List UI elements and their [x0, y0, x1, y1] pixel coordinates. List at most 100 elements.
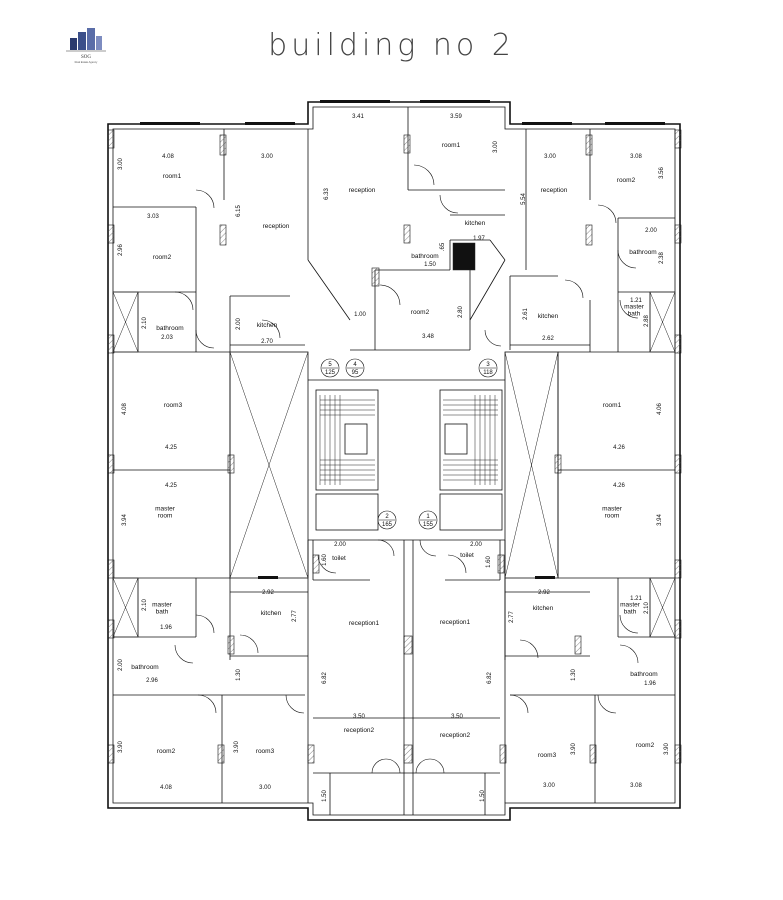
svg-text:1.50: 1.50 — [480, 790, 486, 802]
svg-text:4.25: 4.25 — [165, 483, 177, 489]
svg-text:3.00: 3.00 — [493, 141, 499, 153]
svg-text:3.48: 3.48 — [422, 334, 434, 340]
room-label: reception1 — [440, 619, 471, 626]
room-labels: room1 room2 bathroom reception kitchen r… — [131, 142, 657, 759]
svg-text:3.50: 3.50 — [451, 714, 463, 720]
svg-text:1.97: 1.97 — [473, 236, 485, 242]
company-logo: SOG Real Estate Agency — [66, 28, 106, 64]
svg-text:.65: .65 — [440, 242, 446, 251]
svg-text:2.00: 2.00 — [118, 659, 124, 671]
room-label: room2 — [636, 742, 655, 749]
svg-text:2.10: 2.10 — [142, 317, 148, 329]
svg-text:2.92: 2.92 — [538, 590, 550, 596]
svg-text:5.54: 5.54 — [521, 193, 527, 205]
room-label: room3 — [256, 748, 275, 755]
ventilation-shafts — [112, 242, 676, 638]
svg-text:2.77: 2.77 — [292, 610, 298, 622]
svg-text:3.00: 3.00 — [261, 154, 273, 160]
svg-text:2.00: 2.00 — [334, 542, 346, 548]
room-label: kitchen — [533, 605, 554, 612]
svg-text:1.21: 1.21 — [630, 298, 642, 304]
svg-text:2.03: 2.03 — [161, 335, 173, 341]
svg-text:95: 95 — [352, 370, 359, 376]
svg-text:3.08: 3.08 — [630, 154, 642, 160]
room-label: bathroom — [131, 664, 158, 671]
svg-text:2.92: 2.92 — [262, 590, 274, 596]
room-label: bathroom — [629, 249, 656, 256]
interior-walls — [113, 107, 675, 815]
svg-text:3.50: 3.50 — [353, 714, 365, 720]
svg-text:2.96: 2.96 — [118, 244, 124, 256]
svg-text:3.59: 3.59 — [450, 114, 462, 120]
svg-text:3.94: 3.94 — [657, 514, 663, 526]
unit-markers: 5 125 4 95 3 118 2 165 1 155 — [320, 358, 498, 530]
svg-text:2.62: 2.62 — [542, 336, 554, 342]
doors — [174, 164, 639, 774]
svg-text:2.88: 2.88 — [644, 315, 650, 327]
svg-text:4.08: 4.08 — [162, 154, 174, 160]
room-label: room2 — [411, 309, 430, 316]
svg-text:6.33: 6.33 — [324, 188, 330, 200]
svg-text:3.00: 3.00 — [543, 783, 555, 789]
svg-text:125: 125 — [325, 370, 336, 376]
svg-text:4.06: 4.06 — [657, 403, 663, 415]
outer-walls — [107, 101, 681, 821]
svg-text:6.15: 6.15 — [236, 205, 242, 217]
svg-text:3.94: 3.94 — [122, 514, 128, 526]
svg-text:118: 118 — [483, 370, 493, 376]
room-label: room3 — [164, 402, 183, 409]
room-label: bathroom — [411, 253, 438, 260]
room-label: reception — [263, 223, 290, 230]
svg-text:2.96: 2.96 — [146, 678, 158, 684]
svg-text:2.10: 2.10 — [644, 602, 650, 614]
room-label: bathroom — [630, 671, 657, 678]
room-label: reception — [349, 187, 376, 194]
svg-text:2.38: 2.38 — [659, 252, 665, 264]
svg-text:2: 2 — [385, 514, 389, 520]
svg-text:3: 3 — [486, 362, 490, 368]
room-label: room2 — [157, 748, 176, 755]
dimension-labels: 4.08 3.00 3.00 3.03 2.96 2.10 2.03 6.15 … — [118, 114, 670, 802]
svg-text:4: 4 — [353, 362, 357, 368]
room-label: kitchen — [538, 313, 559, 320]
room-label: kitchen — [465, 220, 486, 227]
room-label: kitchen — [257, 322, 278, 329]
stair-left — [315, 389, 379, 531]
room-label: room2 — [153, 254, 172, 261]
svg-text:3.03: 3.03 — [147, 214, 159, 220]
unit-marker-5: 5 125 — [320, 358, 340, 378]
svg-text:1.00: 1.00 — [354, 312, 366, 318]
svg-text:3.00: 3.00 — [259, 785, 271, 791]
svg-text:3.90: 3.90 — [571, 743, 577, 755]
svg-text:1.60: 1.60 — [486, 556, 492, 568]
room-label: room1 — [163, 173, 182, 180]
unit-marker-1: 1 155 — [418, 510, 438, 530]
svg-text:1.30: 1.30 — [571, 669, 577, 681]
page-title: building no 2 — [268, 28, 515, 63]
svg-text:2.10: 2.10 — [142, 599, 148, 611]
logo-tagline: Real Estate Agency — [75, 60, 98, 64]
unit-marker-2: 2 165 — [377, 510, 397, 530]
svg-text:4.08: 4.08 — [160, 785, 172, 791]
svg-text:3.00: 3.00 — [544, 154, 556, 160]
svg-text:2.00: 2.00 — [470, 542, 482, 548]
svg-text:3.90: 3.90 — [118, 741, 124, 753]
svg-text:1.30: 1.30 — [236, 669, 242, 681]
svg-text:6.82: 6.82 — [487, 672, 493, 684]
stair-right — [439, 389, 503, 531]
windows — [140, 100, 665, 579]
svg-text:1.96: 1.96 — [160, 625, 172, 631]
svg-text:155: 155 — [423, 522, 434, 528]
room-label: reception2 — [440, 732, 471, 739]
svg-text:165: 165 — [382, 522, 393, 528]
columns — [107, 129, 682, 764]
room-label: toilet — [332, 555, 346, 562]
svg-text:3.41: 3.41 — [352, 114, 364, 120]
svg-text:4.08: 4.08 — [122, 403, 128, 415]
svg-text:2.61: 2.61 — [523, 308, 529, 320]
svg-text:3.90: 3.90 — [234, 741, 240, 753]
